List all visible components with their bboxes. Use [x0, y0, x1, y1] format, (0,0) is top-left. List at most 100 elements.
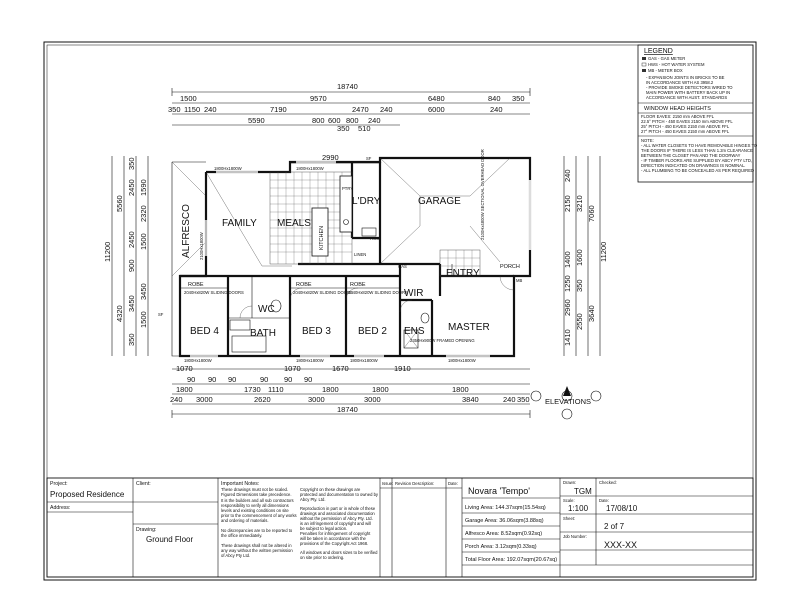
- floor-plan: ALFRESCO FAMILY MEALS KITCHEN L'DRY GARA…: [158, 149, 602, 420]
- shower: [403, 329, 419, 349]
- room-wir: WIR: [404, 288, 423, 299]
- mb-marker: MB: [516, 278, 522, 283]
- project-label: Project:: [50, 481, 68, 487]
- dim-bottom: 1800: [452, 385, 469, 394]
- sheet-value: 2 of 7: [604, 522, 625, 531]
- vanity: [229, 319, 251, 331]
- dim-right: 2550: [575, 313, 584, 330]
- issue-label: Issue:: [382, 481, 393, 486]
- dim-bottom: 90: [228, 375, 236, 384]
- dim-right: 2150: [563, 195, 572, 212]
- dim-left: 1590: [139, 179, 148, 196]
- area-row: Total Floor Area: 192.07sqm(20.67sq): [465, 557, 557, 563]
- dim-bottom: 90: [284, 375, 292, 384]
- room-robe-2: ROBE: [296, 282, 312, 288]
- svg-text:It is the builders and all sub: It is the builders and all sub contracto…: [221, 498, 294, 503]
- dim-bottom: 1730: [244, 385, 261, 394]
- dim-top: 6480: [428, 94, 445, 103]
- dim-bottom: 350: [517, 395, 530, 404]
- window-row: 25° PITCH - 450 EAVES 2150 mm ABOVE FFL: [641, 124, 730, 129]
- svg-text:on site prior to ordering.: on site prior to ordering.: [300, 555, 344, 560]
- drawn-label: Drawn:: [563, 480, 576, 485]
- dim-left: 2320: [139, 205, 148, 222]
- dim-right: 1250: [563, 275, 572, 292]
- legend-note: - EXPANSION JOINTS IN BRICKS TO BE: [646, 75, 725, 80]
- svg-text:These drawings must not be sca: These drawings must not be scaled.: [221, 487, 288, 492]
- drawing-value: Ground Floor: [146, 535, 193, 544]
- dim-bottom: 1110: [268, 385, 284, 394]
- dim-bottom: 1070: [284, 364, 301, 373]
- dim-bottom: 90: [304, 375, 312, 384]
- room-master: MASTER: [448, 322, 490, 333]
- svg-text:levels and existing conditions: levels and existing conditions on site: [221, 508, 289, 513]
- design-name: Novara 'Tempo': [468, 486, 530, 496]
- dim-top: 800: [312, 116, 325, 125]
- svg-text:These drawings shall not be al: These drawings shall not be altered in: [221, 543, 292, 548]
- area-row: Alfresco Area: 8.52sqm(0.92sq): [465, 531, 542, 537]
- svg-text:be subject to legal action.: be subject to legal action.: [300, 526, 347, 531]
- note-line: THE DOORS IF THERE IS LESS THAN 1.2m CLE…: [641, 148, 753, 153]
- bottom-dimensions: 1070 1070 1670 1910 90 90 90 90 90 90 18…: [170, 364, 531, 418]
- dim-top: 600: [328, 116, 341, 125]
- legend-note: IN ACCORDANCE WITH AS 3958.2: [646, 80, 714, 85]
- room-porch: PORCH: [500, 264, 520, 270]
- dim-top: 5590: [248, 116, 265, 125]
- room-meals: MEALS: [277, 218, 311, 229]
- address-label: Address:: [50, 505, 70, 511]
- elevation-markers: ELEVATIONS: [530, 386, 602, 420]
- area-row: Garage Area: 36.06sqm(3.88sq): [465, 518, 544, 524]
- dim-top: 350: [512, 94, 525, 103]
- note-title: NOTE:: [641, 138, 654, 143]
- window-row: FLOOR EAVES: 2150 mm ABOVE FFL: [641, 114, 715, 119]
- door-label: 2040Hx820W SLIDING DOORS: [348, 290, 408, 295]
- dim-left: 3450: [127, 295, 136, 312]
- dim-top: 350: [168, 105, 181, 114]
- window-head-title: WINDOW HEAD HEIGHTS: [644, 106, 711, 112]
- room-kitchen: KITCHEN: [319, 226, 325, 250]
- room-alfresco: ALFRESCO: [181, 204, 192, 258]
- laundry-tub: [361, 227, 377, 237]
- notes-title: Important Notes:: [221, 481, 259, 487]
- window-label: 1800Hx1800W: [448, 358, 476, 363]
- hws-marker: HWS: [370, 236, 380, 241]
- room-pantry: PTRY: [342, 186, 353, 191]
- dim-bottom: 240: [170, 395, 183, 404]
- dim-top: 840: [488, 94, 501, 103]
- svg-text:Figured Dimensions take preced: Figured Dimensions take precedence.: [221, 492, 292, 497]
- right-dimensions: 11200 7060 3640 3210 1600 350 2550 240 2…: [563, 156, 608, 356]
- left-dimensions: 11200 5560 4320 350 2450 2450 900 3450 3…: [103, 156, 149, 356]
- svg-text:Penalties for infringement of: Penalties for infringement of copyright: [300, 531, 371, 536]
- elevations-label: ELEVATIONS: [545, 397, 591, 406]
- dim-left: 900: [127, 259, 136, 272]
- dim-right-total: 11200: [599, 242, 608, 262]
- dim-bottom: 90: [260, 375, 268, 384]
- window-label: 1800Hx1800W: [214, 166, 242, 171]
- dim-bottom: 90: [208, 375, 216, 384]
- svg-text:No discrepancies are to be rep: No discrepancies are to be reported to: [221, 528, 293, 533]
- kitchen-island: [311, 207, 329, 257]
- room-bed-4: BED 4: [190, 326, 219, 337]
- sheet-label: Sheet:: [563, 516, 575, 521]
- client-label: Client:: [136, 481, 151, 487]
- room-laundry: L'DRY: [352, 196, 381, 207]
- area-row: Living Area: 144.37sqm(15.54sq): [465, 505, 546, 511]
- svg-text:drawings and associated docume: drawings and associated documentation: [300, 511, 375, 516]
- dim-upper-mid: 2990: [322, 153, 339, 162]
- window-label: 1800Hx1800W: [296, 358, 324, 363]
- dim-left: 1500: [139, 311, 148, 328]
- room-bath: BATH: [250, 328, 276, 339]
- window-row: 27° PITCH - 450 EAVES 2150 mm ABOVE FFL: [641, 129, 730, 134]
- svg-text:is an infringement of copyrigh: is an infringement of copyright and will: [300, 521, 371, 526]
- revision-label: Revision Description:: [395, 481, 434, 486]
- dim-right: 3210: [575, 195, 584, 212]
- job-label: Job Number:: [563, 534, 587, 539]
- svg-text:Abcy Pty. Ltd.: Abcy Pty. Ltd.: [300, 497, 326, 502]
- dim-top: 2470: [352, 105, 369, 114]
- svg-text:and ordering of materials.: and ordering of materials.: [221, 518, 268, 523]
- dim-overall-top: 18740: [337, 82, 358, 91]
- room-robe-3: ROBE: [350, 282, 366, 288]
- date-value: 17/08/10: [606, 504, 638, 513]
- dim-left: 350: [127, 333, 136, 346]
- dim-top: 6000: [428, 105, 445, 114]
- room-entry: ENTRY: [446, 268, 480, 279]
